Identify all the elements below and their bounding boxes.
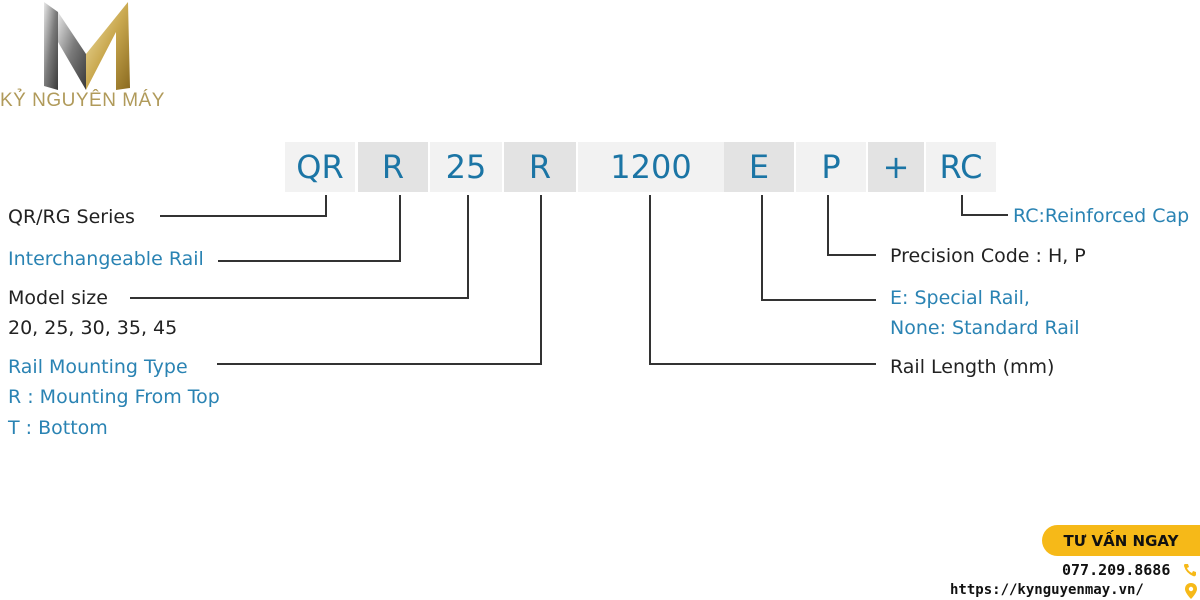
- code-segment-plus: +: [868, 142, 924, 192]
- label-model-size: Model size: [8, 287, 108, 309]
- connector-reinforced-cap: [961, 195, 1008, 216]
- label-mounting-bottom: T : Bottom: [8, 417, 108, 439]
- code-segment-interchangeable: R: [358, 142, 428, 192]
- m-monogram-logo: [44, 2, 130, 90]
- code-segment-series: QR: [285, 142, 355, 192]
- consult-now-button[interactable]: TƯ VẤN NGAY: [1042, 525, 1200, 556]
- label-mounting-top: R : Mounting From Top: [8, 386, 220, 408]
- code-segment-reinforced-cap: RC: [926, 142, 996, 192]
- phone-number[interactable]: 077.209.8686: [1062, 561, 1171, 579]
- connector-precision: [827, 195, 876, 256]
- label-reinforced-cap: RC:Reinforced Cap: [1013, 205, 1190, 227]
- label-model-size-values: 20, 25, 30, 35, 45: [8, 317, 178, 339]
- connector-series: [160, 195, 327, 217]
- connector-interchangeable: [218, 195, 401, 262]
- code-segment-precision: P: [796, 142, 866, 192]
- code-segment-rail-length: 1200: [578, 142, 724, 192]
- label-standard-rail: None: Standard Rail: [890, 317, 1080, 339]
- label-precision-code: Precision Code : H, P: [890, 245, 1086, 267]
- label-mounting-type: Rail Mounting Type: [8, 356, 188, 378]
- website-link[interactable]: https://kynguyenmay.vn/: [950, 582, 1144, 598]
- label-interchangeable-rail: Interchangeable Rail: [8, 248, 204, 270]
- connector-rail-type: [761, 195, 876, 301]
- phone-icon: [1184, 564, 1196, 577]
- label-special-rail: E: Special Rail,: [890, 287, 1030, 309]
- location-pin-icon: [1185, 583, 1197, 599]
- connector-mounting-type: [217, 195, 542, 365]
- connector-rail-length: [649, 195, 876, 365]
- code-segment-mounting-type: R: [504, 142, 576, 192]
- label-series: QR/RG Series: [8, 206, 135, 228]
- code-segment-rail-type: E: [724, 142, 794, 192]
- label-rail-length: Rail Length (mm): [890, 356, 1055, 378]
- connector-model-size: [130, 195, 469, 299]
- brand-name: KỶ NGUYÊN MÁY: [0, 90, 165, 111]
- code-segment-model-size: 25: [430, 142, 502, 192]
